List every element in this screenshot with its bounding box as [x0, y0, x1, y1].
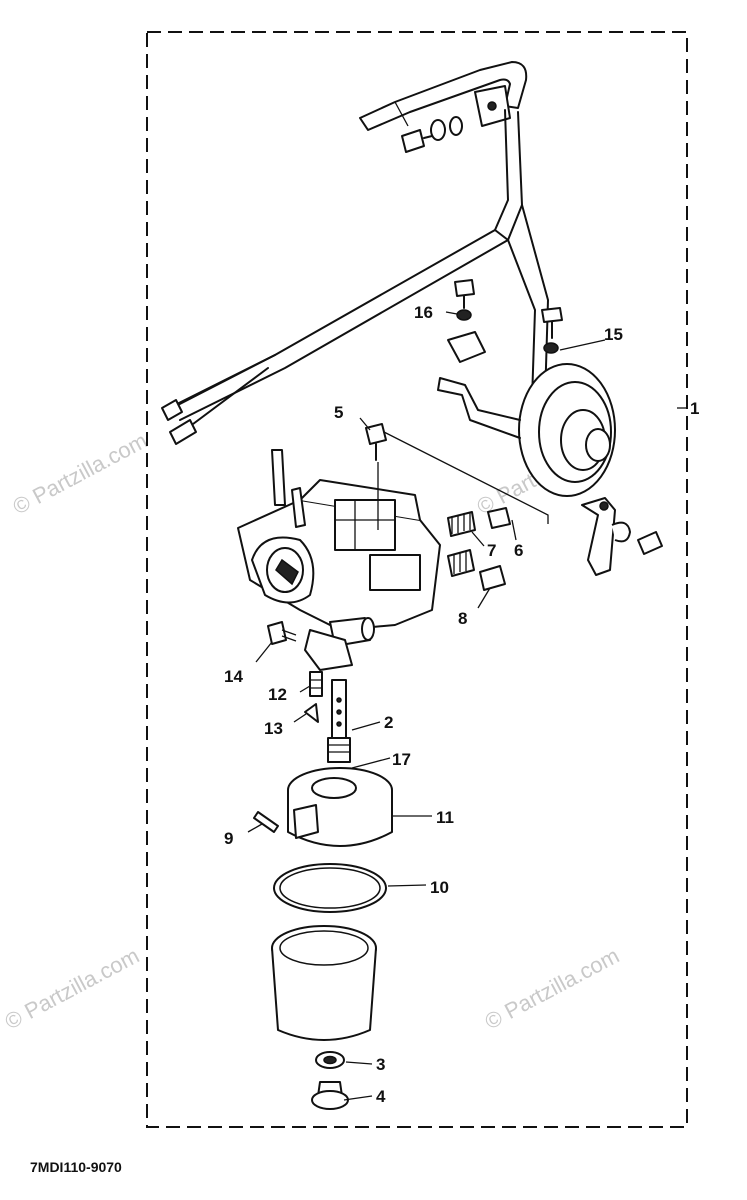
- jet-12: [309, 671, 323, 697]
- callout-15: 15: [604, 325, 623, 344]
- clip-13: [304, 703, 319, 723]
- callout-3: 3: [376, 1055, 385, 1074]
- callout-13: 13: [264, 719, 283, 738]
- watermark-lower-left: © Partzilla.com: [1, 943, 144, 1035]
- pilot-screw-set: [447, 507, 511, 591]
- float-pin-9: [253, 811, 279, 833]
- callout-7: 7: [487, 541, 496, 560]
- callout-14: 14: [224, 667, 243, 686]
- float-11: [287, 767, 393, 847]
- float-bowl: [271, 925, 377, 1041]
- gasket-10: [273, 863, 387, 913]
- callout-2: 2: [384, 713, 393, 732]
- callout-5: 5: [334, 403, 343, 422]
- screw-16: [454, 279, 475, 321]
- callout-12: 12: [268, 685, 287, 704]
- assembly-border: [146, 31, 688, 1128]
- callout-11: 11: [436, 808, 454, 827]
- callout-9: 9: [224, 829, 233, 848]
- drain-screw-4: [311, 1081, 349, 1110]
- leader-lines: [247, 311, 687, 1101]
- callout-6: 6: [514, 541, 523, 560]
- callout-17: 17: [392, 750, 411, 769]
- callout-4: 4: [376, 1087, 386, 1106]
- watermark-lower-right: © Partzilla.com: [481, 943, 624, 1035]
- diagram-code: 7MDI110-9070: [30, 1159, 122, 1175]
- screw-5: [365, 423, 549, 530]
- screw-14: [267, 621, 297, 645]
- gasket-3: [315, 1051, 345, 1069]
- callout-1: 1: [690, 399, 699, 418]
- callout-16: 16: [414, 303, 433, 322]
- choke-diaphragm-unit: [437, 307, 663, 576]
- watermark-left: © Partzilla.com: [9, 428, 152, 520]
- link-rod-assembly: [161, 61, 549, 445]
- nozzle-2: [327, 679, 351, 763]
- carburetor-body: [237, 449, 441, 671]
- callout-10: 10: [430, 878, 449, 897]
- callout-8: 8: [458, 609, 467, 628]
